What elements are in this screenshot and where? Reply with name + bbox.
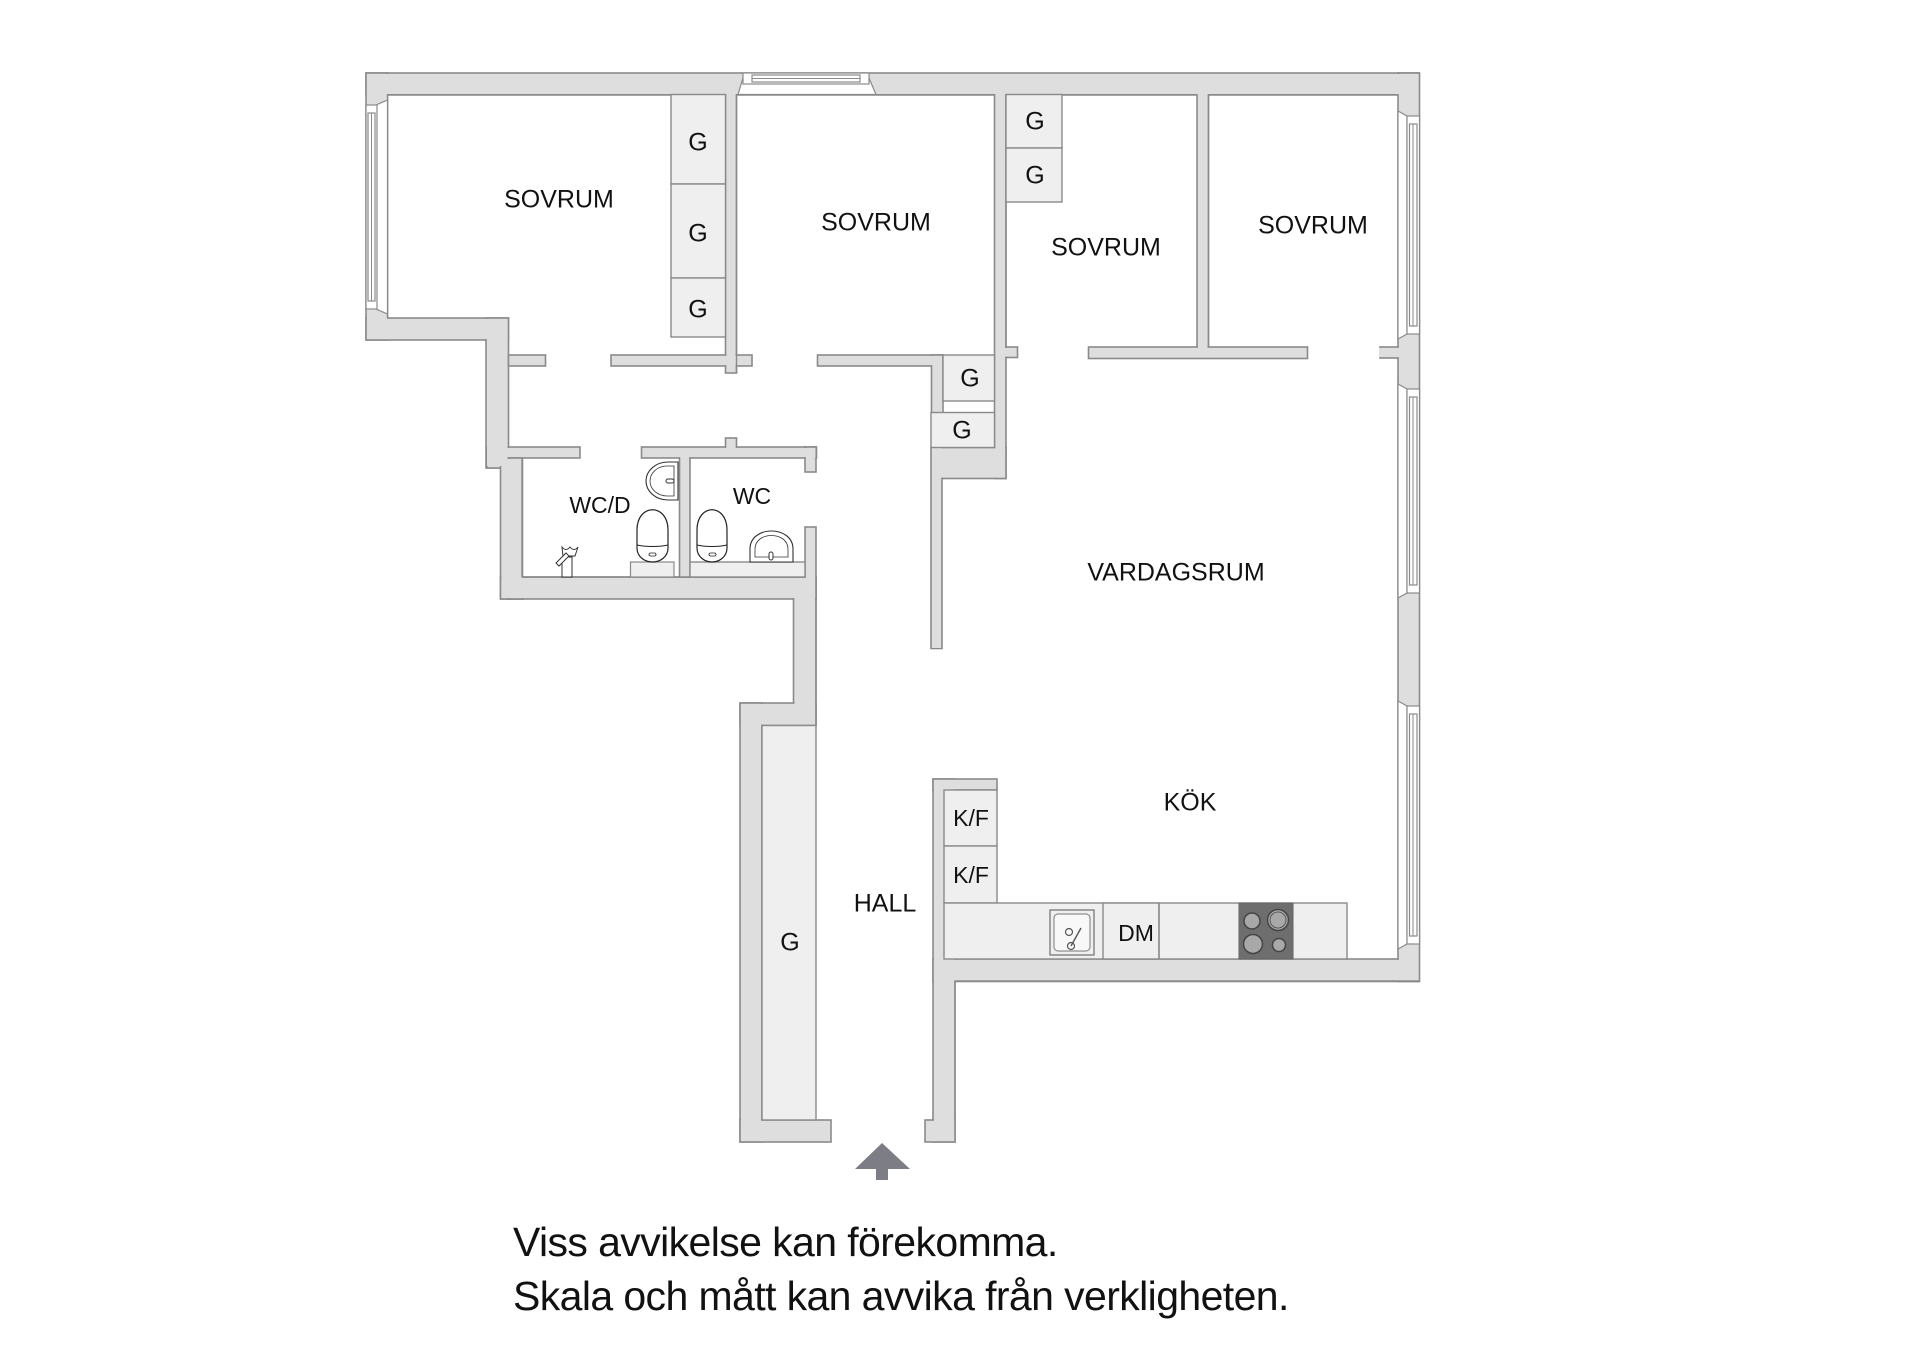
room-label-bedroom-1: SOVRUM	[504, 186, 614, 214]
closet-label: G	[780, 929, 799, 957]
window-right-living-1	[1397, 382, 1421, 600]
fridge-freezer-label: K/F	[953, 805, 989, 831]
room-label-kitchen: KÖK	[1164, 789, 1217, 817]
closet-bedroom-1-b	[670, 183, 727, 279]
fridge-freezer-label: K/F	[953, 862, 989, 888]
closet-hall-a	[942, 354, 996, 402]
room-labels: SOVRUM SOVRUM SOVRUM SOVRUM VARDAGSRUM K…	[504, 108, 1368, 957]
closets	[670, 93, 1063, 1121]
sink-icon	[1049, 909, 1095, 956]
windows	[365, 72, 1421, 951]
window-right-bedroom-4	[1397, 109, 1421, 341]
room-label-toilet: WC	[733, 483, 771, 509]
window-right-living-2	[1397, 699, 1421, 951]
closet-label: G	[688, 296, 707, 324]
closet-label: G	[688, 129, 707, 157]
fridge-freezer-2	[943, 845, 998, 904]
shower-icon	[555, 545, 579, 578]
room-label-bedroom-4: SOVRUM	[1258, 212, 1368, 240]
closet-hall-long	[761, 724, 817, 1121]
closet-bedroom-1-a	[670, 93, 727, 185]
closet-label: G	[960, 365, 979, 393]
closet-bedroom-1-c	[670, 277, 727, 338]
window-top-bedroom-2	[737, 72, 877, 96]
room-label-hall: HALL	[854, 890, 917, 918]
room-label-living-room: VARDAGSRUM	[1087, 559, 1264, 587]
closet-label: G	[952, 417, 971, 445]
washbasin-icon-wc	[749, 530, 794, 563]
disclaimer-line-2: Skala och mått kan avvika från verklighe…	[513, 1273, 1289, 1319]
closet-bedroom-3-b	[1005, 147, 1063, 203]
room-label-bedroom-3: SOVRUM	[1051, 234, 1161, 262]
toilet-icon-wc	[696, 509, 728, 563]
disclaimer-line-1: Viss avvikelse kan förekomma.	[513, 1219, 1058, 1265]
room-label-bathroom: WC/D	[569, 492, 630, 518]
cooktop-icon	[1238, 902, 1294, 960]
closet-bedroom-3-a	[1005, 93, 1063, 149]
window-left-bedroom-1	[365, 99, 389, 315]
toilet-icon-wcd	[629, 509, 675, 578]
bath-fixtures	[555, 461, 806, 578]
room-label-bedroom-2: SOVRUM	[821, 209, 931, 237]
closet-label: G	[688, 220, 707, 248]
arrow-up-icon	[855, 1143, 910, 1180]
washbasin-icon-wcd	[645, 461, 679, 501]
closet-hall-b	[930, 411, 996, 449]
kitchen-fixtures	[943, 789, 1348, 960]
closet-label: G	[1025, 108, 1044, 136]
dishwasher-label: DM	[1118, 920, 1154, 946]
closet-label: G	[1025, 162, 1044, 190]
